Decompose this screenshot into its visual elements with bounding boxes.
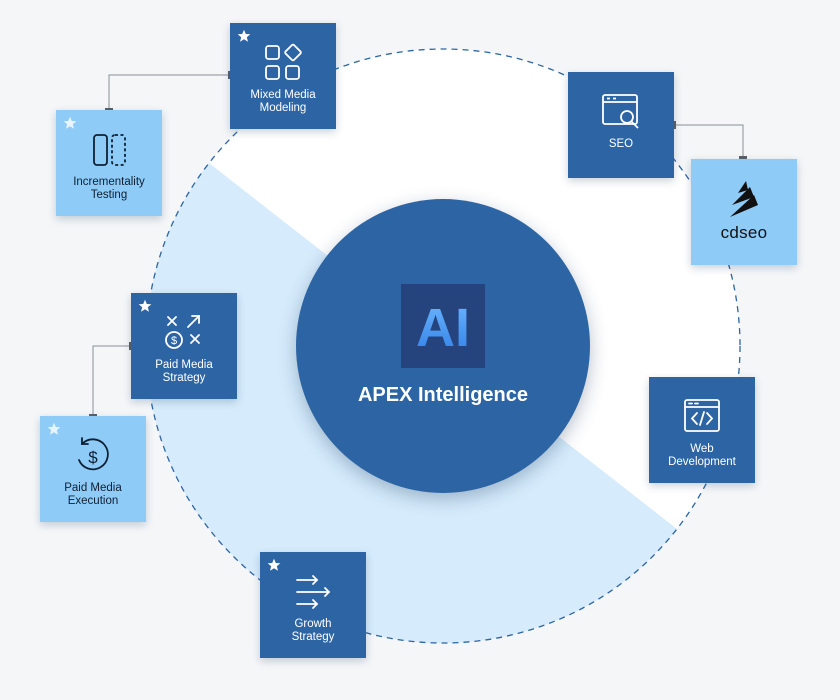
card-label: Paid Media Strategy: [155, 359, 213, 384]
connector-seo-cdseo: [674, 124, 744, 158]
browser-code-icon: [684, 399, 720, 432]
card-growth-strategy[interactable]: Growth Strategy: [260, 552, 366, 658]
svg-text:$: $: [88, 448, 98, 467]
star-icon: [237, 29, 251, 42]
card-cdseo-partner[interactable]: cdseo: [691, 159, 797, 265]
card-label: Paid Media Execution: [64, 482, 122, 507]
star-icon: [63, 116, 77, 129]
arrows-right-icon: [296, 575, 331, 609]
connector-end-mark: [228, 71, 231, 79]
card-label: Growth Strategy: [291, 618, 335, 643]
card-label: Web Development: [668, 443, 736, 468]
card-mixed-media-modeling[interactable]: Mixed Media Modeling: [230, 23, 336, 129]
card-web-development[interactable]: Web Development: [649, 377, 755, 483]
connector-end-mark: [105, 108, 113, 111]
connector-end-mark: [89, 414, 97, 417]
browser-search-icon: [602, 94, 639, 129]
card-paid-media-execution[interactable]: $ Paid Media Execution: [40, 416, 146, 522]
star-icon: [267, 558, 281, 571]
card-paid-media-strategy[interactable]: $ Paid Media Strategy: [131, 293, 237, 399]
card-label: Incrementality Testing: [73, 176, 145, 201]
orbit-ring: [145, 48, 741, 644]
ai-logo-mark: AI: [416, 300, 470, 352]
ai-logo-text: AI: [416, 300, 470, 352]
card-incrementality-testing[interactable]: Incrementality Testing: [56, 110, 162, 216]
svg-text:$: $: [171, 335, 177, 347]
card-label: SEO: [608, 138, 634, 150]
cdseo-logo-icon: [730, 181, 758, 217]
apex-intelligence-hub[interactable]: AI APEX Intelligence: [296, 199, 590, 493]
connector-end-mark: [129, 342, 132, 350]
grid-shapes-icon: [265, 43, 302, 80]
connector-end-mark: [739, 156, 747, 159]
dollar-refresh-icon: $: [78, 437, 109, 471]
split-panels-icon: [93, 134, 126, 166]
star-icon: [138, 299, 152, 312]
card-label: Mixed Media Modeling: [250, 89, 316, 114]
connector-strategy-execution: [92, 345, 131, 416]
star-icon: [47, 422, 61, 435]
connector-mmm-incrementality: [108, 74, 230, 110]
cdseo-wordmark: cdseo: [720, 223, 768, 242]
hub-title: APEX Intelligence: [357, 384, 529, 406]
strategy-play-icon: $: [165, 315, 200, 349]
connector-end-mark: [673, 121, 676, 129]
card-seo[interactable]: SEO: [568, 72, 674, 178]
ai-logo: AI: [401, 284, 485, 368]
